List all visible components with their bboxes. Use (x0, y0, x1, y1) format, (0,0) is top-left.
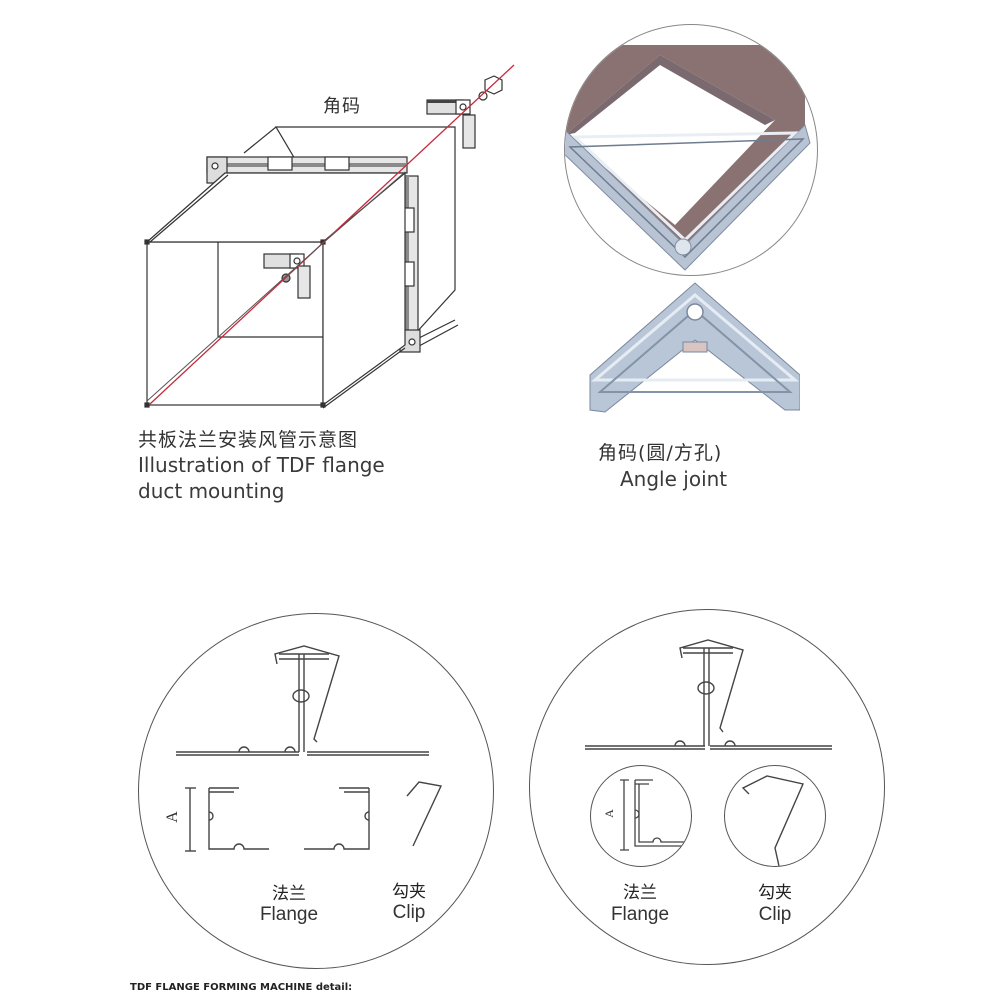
flange-section-drawing-left (176, 645, 443, 852)
diagonal-axis-line (149, 64, 515, 405)
angle-joint-photo (585, 280, 801, 430)
flange-photo-circle (564, 24, 818, 276)
caption-en-line2: duct mounting (138, 479, 285, 503)
clip-label-en: Clip (392, 902, 426, 923)
clip-label-cn: 勾夹 (392, 882, 426, 902)
section-footer-title: TDF FLANGE FORMING MACHINE detail: (130, 982, 353, 993)
flange-label-en-right: Flange (610, 904, 670, 925)
flange-label-cn: 法兰 (272, 884, 306, 904)
flange-label-en: Flange (259, 904, 319, 925)
duct-illustration-caption: 共板法兰安装风管示意图 Illustration of TDF flange d… (138, 428, 458, 504)
angle-joint-caption-en: Angle joint (620, 467, 728, 491)
clip-label-cn-right: 勾夹 (758, 883, 792, 903)
dimension-label-a: A (163, 811, 181, 823)
clip-label-en-right: Clip (758, 904, 792, 925)
caption-cn: 共板法兰安装风管示意图 (138, 429, 359, 451)
flange-photo (565, 45, 811, 271)
duct-3d-drawing (144, 64, 515, 409)
corner-joint-label: 角码 (323, 96, 361, 117)
angle-joint-caption: 角码(圆/方孔) Angle joint (598, 440, 798, 492)
caption-en-line1: Illustration of TDF flange (138, 453, 385, 477)
flange-section-circle-right: A 法兰 Flange 勾夹 Clip (529, 609, 885, 965)
flange-section-drawing-right (585, 639, 832, 750)
duct-mounting-illustration: 角码 (0, 0, 540, 420)
angle-joint-caption-cn: 角码(圆/方孔) (598, 442, 723, 464)
dimension-label-a-right: A (601, 809, 616, 818)
clip-detail-circle (724, 765, 826, 867)
flange-detail-circle: A (590, 765, 692, 867)
flange-label-cn-right: 法兰 (623, 883, 657, 903)
flange-section-circle-left: A 法兰 Flange 勾夹 Clip (138, 613, 494, 969)
